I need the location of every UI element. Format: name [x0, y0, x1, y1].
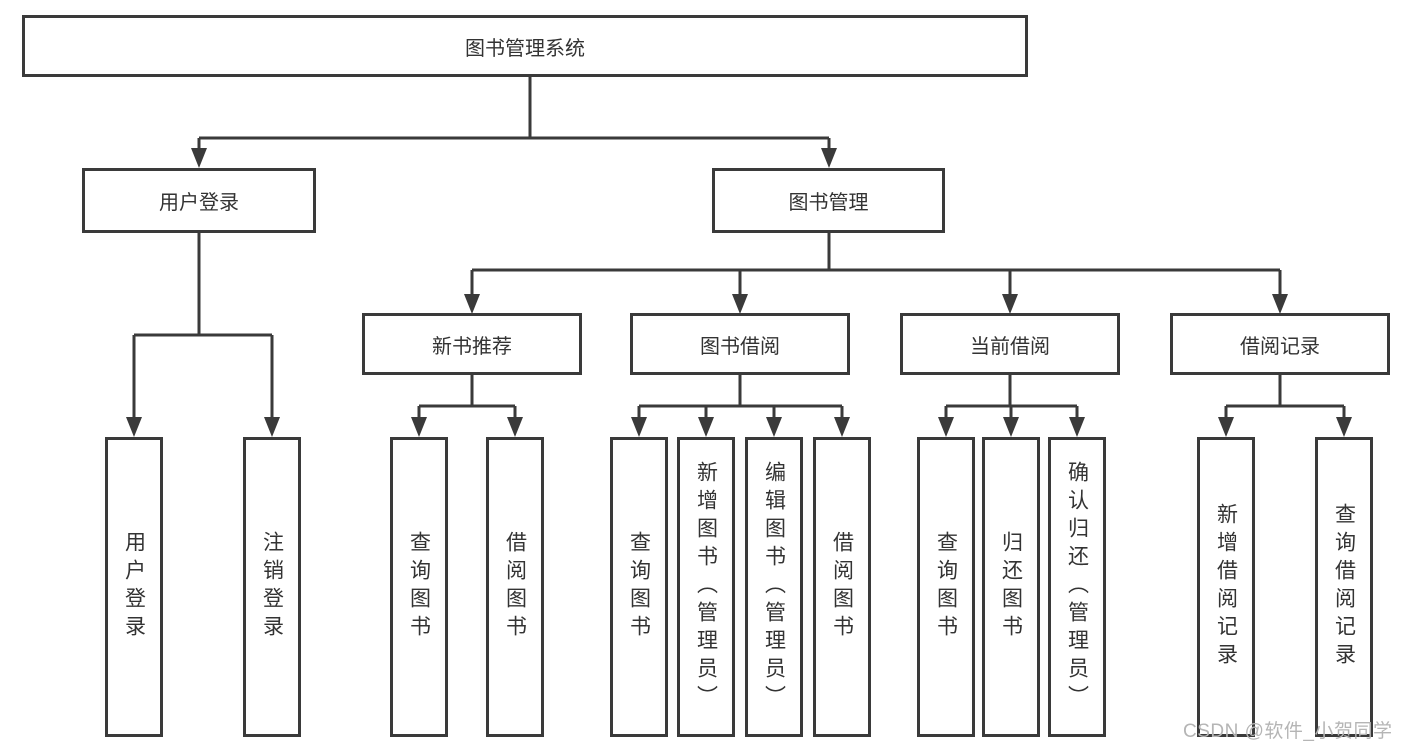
node-current-borrow-label: 当前借阅 [970, 335, 1050, 358]
leaf-query-books-borrow: 查询图书 [610, 437, 668, 737]
node-borrow-records-label: 借阅记录 [1240, 335, 1320, 358]
leaf-add-books-admin: 新增图书（管理员） [677, 437, 735, 737]
leaf-label: 查询图书 [627, 531, 651, 643]
leaf-label: 借阅图书 [503, 531, 527, 643]
node-new-book-recommend: 新书推荐 [362, 313, 582, 375]
leaf-borrow-books: 借阅图书 [813, 437, 871, 737]
leaf-label: 注销登录 [260, 531, 284, 643]
node-book-borrow: 图书借阅 [630, 313, 850, 375]
leaf-borrow-books-recommend: 借阅图书 [486, 437, 544, 737]
node-root-label: 图书管理系统 [465, 37, 585, 60]
leaf-add-borrow-record: 新增借阅记录 [1197, 437, 1255, 737]
leaf-edit-books-admin: 编辑图书（管理员） [745, 437, 803, 737]
leaf-label: 查询图书 [934, 531, 958, 643]
node-book-management-label: 图书管理 [788, 192, 869, 214]
leaf-label: 新增借阅记录 [1214, 503, 1238, 671]
node-user-login: 用户登录 [82, 168, 316, 233]
node-new-book-recommend-label: 新书推荐 [432, 335, 512, 358]
leaf-query-books-current: 查询图书 [917, 437, 975, 737]
leaf-label: 编辑图书（管理员） [762, 461, 786, 713]
leaf-query-borrow-record: 查询借阅记录 [1315, 437, 1373, 737]
leaf-user-login: 用户登录 [105, 437, 163, 737]
leaf-label: 用户登录 [122, 531, 146, 643]
node-book-management: 图书管理 [712, 168, 945, 233]
leaf-label: 归还图书 [999, 531, 1023, 643]
leaf-label: 查询借阅记录 [1332, 503, 1356, 671]
node-book-borrow-label: 图书借阅 [700, 335, 780, 358]
leaf-label: 借阅图书 [830, 531, 854, 643]
leaf-confirm-return-admin: 确认归还（管理员） [1048, 437, 1106, 737]
leaf-label: 新增图书（管理员） [694, 461, 718, 713]
connector-segments [132, 77, 1346, 420]
leaf-label: 查询图书 [407, 531, 431, 643]
leaf-query-books-recommend: 查询图书 [390, 437, 448, 737]
leaf-label: 确认归还（管理员） [1065, 461, 1089, 713]
node-borrow-records: 借阅记录 [1170, 313, 1390, 375]
node-current-borrow: 当前借阅 [900, 313, 1120, 375]
node-root: 图书管理系统 [22, 15, 1028, 77]
node-user-login-label: 用户登录 [159, 192, 239, 214]
watermark: CSDN @软件_小贺同学 [1183, 721, 1393, 742]
leaf-return-books: 归还图书 [982, 437, 1040, 737]
leaf-logout: 注销登录 [243, 437, 301, 737]
